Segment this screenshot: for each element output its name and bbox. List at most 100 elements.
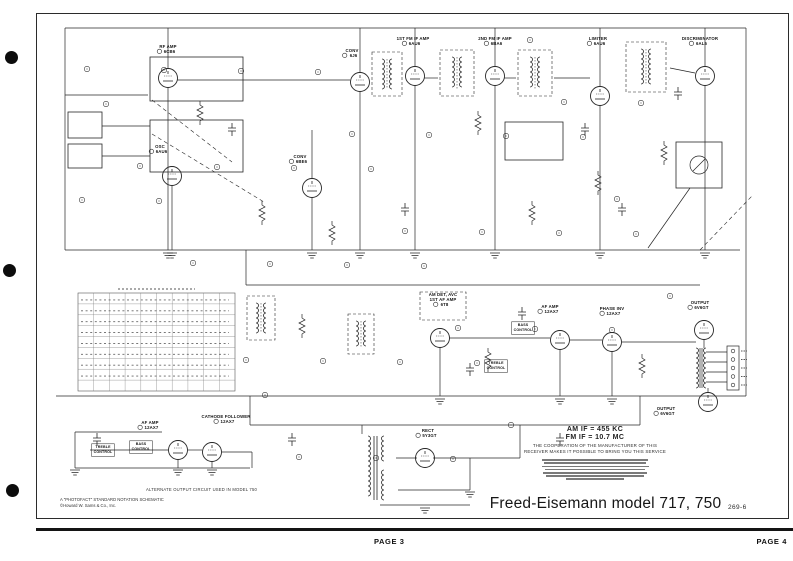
coil-winding xyxy=(695,347,699,389)
coil-winding xyxy=(640,48,644,85)
part-callout-circle xyxy=(479,229,485,235)
schematic-label: RECT xyxy=(422,428,435,433)
schematic-label: RF AMP xyxy=(159,44,176,49)
part-callout-mark xyxy=(293,167,295,169)
am-if-value: AM IF = 455 KC xyxy=(566,426,624,433)
part-callout-circle xyxy=(315,69,321,75)
if-transformer-can xyxy=(347,313,375,355)
schematic-label: 6J6 xyxy=(350,53,358,58)
punch-hole-middle xyxy=(3,264,16,277)
schematic-label: 6AU6 xyxy=(594,41,606,46)
part-callout-mark xyxy=(240,70,242,72)
tube-envelope xyxy=(168,440,188,460)
if-transformer-can xyxy=(517,49,553,97)
part-callout-mark xyxy=(375,457,377,459)
part-callout-circle xyxy=(580,134,586,140)
ground-symbol xyxy=(70,469,80,476)
resistor-symbol xyxy=(328,221,336,245)
tube-index-circle xyxy=(537,308,543,314)
part-callout-circle xyxy=(402,228,408,234)
resistor-symbol xyxy=(638,354,646,378)
mechanical-link-dashed xyxy=(151,133,265,203)
part-callout-mark xyxy=(298,456,300,458)
schematic-label: TREBLE xyxy=(488,361,504,365)
capacitor-symbol xyxy=(581,123,589,136)
tube-index-circle xyxy=(433,301,439,307)
schematic-label: CONTROL xyxy=(487,366,506,370)
resistor-symbol xyxy=(528,201,536,225)
part-callout-mark xyxy=(269,263,271,265)
tube-index-circle xyxy=(213,418,219,424)
part-callout-circle xyxy=(137,163,143,169)
resistor-symbol xyxy=(298,314,306,338)
tube-index-circle xyxy=(599,310,605,316)
terminal-lug xyxy=(730,382,736,388)
tube-index-circle xyxy=(137,424,143,430)
tube-index-circle xyxy=(483,40,489,46)
terminal-lug xyxy=(730,365,736,371)
capacitor-symbol xyxy=(466,363,474,376)
part-callout-circle xyxy=(296,454,302,460)
part-callout-mark xyxy=(346,264,348,266)
ground-symbol xyxy=(307,252,317,259)
schematic-label: 6CB6 xyxy=(164,49,176,54)
part-callout-mark xyxy=(317,71,319,73)
model-title: Freed-Eisemann model 717, 750 xyxy=(489,495,722,512)
part-callout-circle xyxy=(103,101,109,107)
schematic-label: AM DET, AVC xyxy=(429,292,458,297)
if-transformer-can xyxy=(625,41,667,93)
ground-symbol xyxy=(607,398,617,405)
resistor-symbol xyxy=(660,141,668,165)
schematic-label: 1ST FM IF AMP xyxy=(397,36,430,41)
part-callout-circle xyxy=(450,456,456,462)
schematic-label: DISCRIMINATOR xyxy=(682,36,719,41)
credit-line-1: A "PHOTOFACT" STANDARD NOTATION SCHEMATI… xyxy=(60,497,164,502)
part-callout-circle xyxy=(609,327,615,333)
part-callout-mark xyxy=(428,134,430,136)
ground-symbol xyxy=(700,252,710,259)
schematic-label: 12AX7 xyxy=(145,425,159,430)
component-box xyxy=(149,56,244,102)
schematic-label: TREBLE xyxy=(95,445,111,449)
schematic-label: 6BA6 xyxy=(491,41,503,46)
schematic-label: 5Y3GT xyxy=(422,433,437,438)
schematic-label: CATHODE FOLLOWER xyxy=(201,414,251,419)
schematic-label: BASS xyxy=(518,323,529,327)
capacitor-symbol xyxy=(618,203,626,216)
terminal-lug xyxy=(730,374,736,379)
part-callout-mark xyxy=(264,394,266,396)
tube-envelope xyxy=(415,448,435,468)
part-callout-mark xyxy=(399,361,401,363)
coil-winding xyxy=(381,469,385,501)
part-callout-mark xyxy=(404,230,406,232)
tube-index-circle xyxy=(586,40,592,46)
tube-index-circle xyxy=(156,48,162,54)
part-callout-circle xyxy=(161,67,167,73)
coil-winding xyxy=(355,320,359,347)
schematic-label: 12AX7 xyxy=(545,309,559,314)
fm-if-value: FM IF = 10.7 MC xyxy=(565,434,625,442)
resistor-symbol xyxy=(258,201,266,225)
part-callout-circle xyxy=(84,66,90,72)
part-callout-circle xyxy=(561,99,567,105)
tube-index-circle xyxy=(401,40,407,46)
tube-envelope xyxy=(158,68,178,88)
part-callout-circle xyxy=(344,262,350,268)
page-divider-bar xyxy=(36,528,793,531)
schematic-label: AF AMP xyxy=(141,420,158,425)
part-callout-mark xyxy=(534,328,536,330)
part-callout-circle xyxy=(455,325,461,331)
part-callout-mark xyxy=(457,327,459,329)
coil-winding xyxy=(381,58,385,90)
part-callout-circle xyxy=(214,164,220,170)
part-callout-mark xyxy=(529,39,531,41)
part-callout-mark xyxy=(158,200,160,202)
coil-winding xyxy=(381,435,385,462)
ground-symbol xyxy=(490,252,500,259)
coil-winding xyxy=(648,48,652,85)
component-box xyxy=(67,111,103,139)
resistor-symbol xyxy=(474,111,482,135)
part-callout-mark xyxy=(216,166,218,168)
if-transformer-can xyxy=(246,295,276,341)
